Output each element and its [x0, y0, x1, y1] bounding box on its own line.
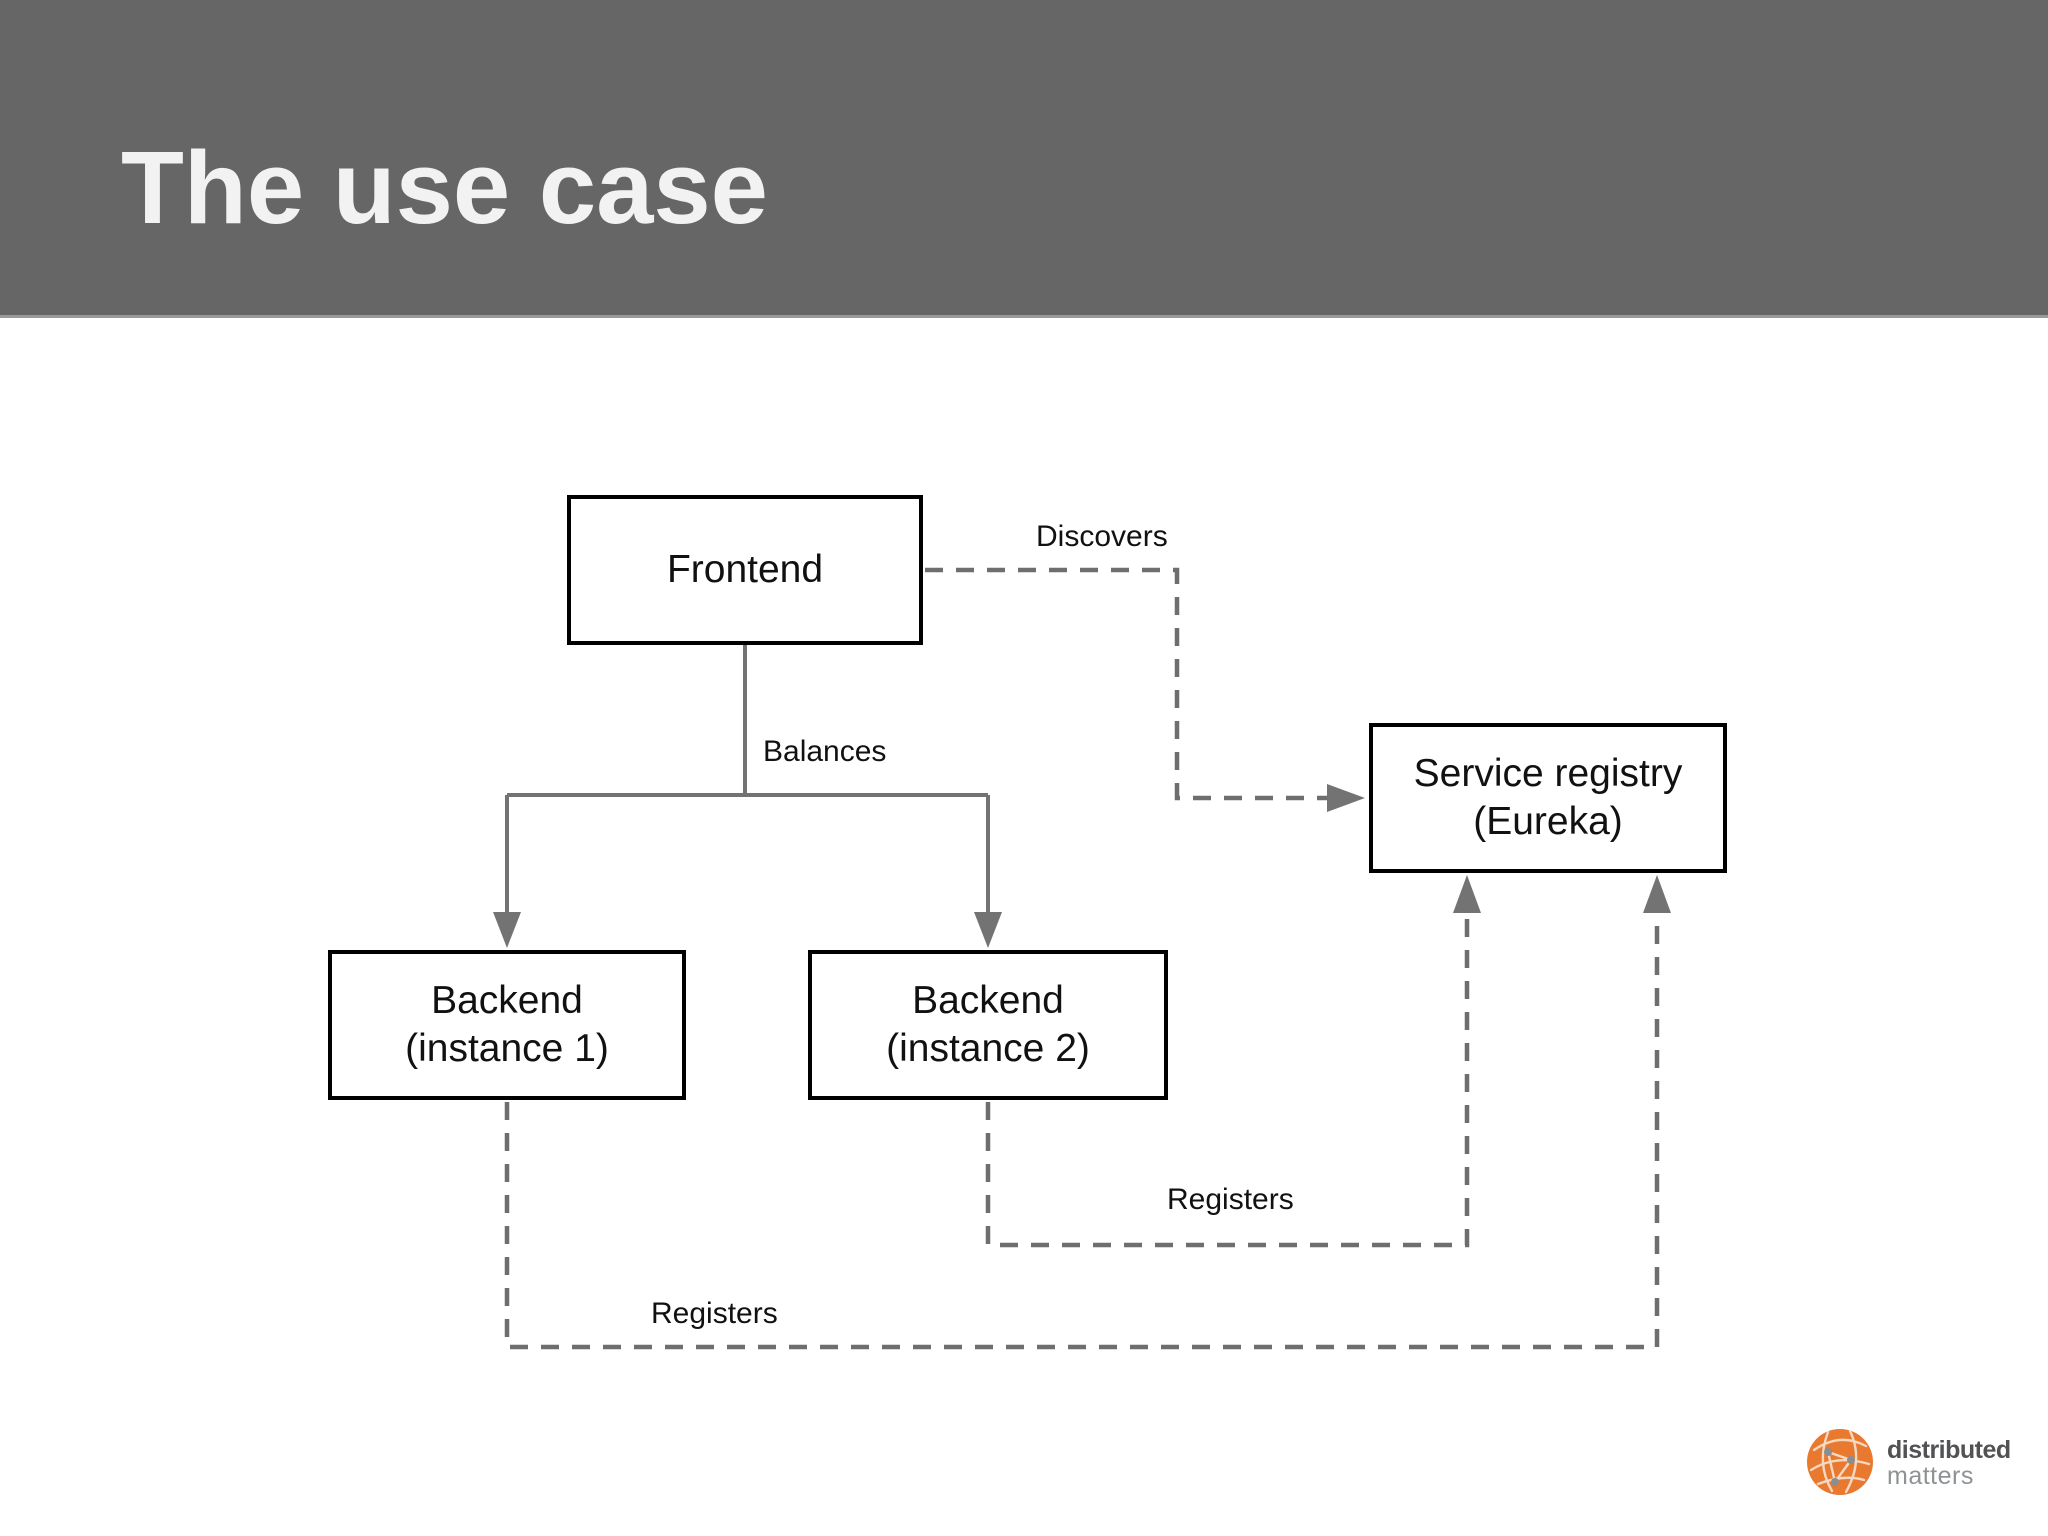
node-backend1-label: Backend (instance 1): [405, 977, 609, 1073]
logo-line1: distributed: [1887, 1436, 2011, 1464]
node-backend-instance-2: Backend (instance 2): [808, 950, 1168, 1100]
node-frontend-label: Frontend: [666, 548, 824, 591]
slide-title: The use case: [121, 130, 768, 245]
edge-label-balances: Balances: [763, 735, 887, 768]
node-backend2-label: Backend (instance 2): [886, 977, 1090, 1073]
arrowhead-registers-backend1: [1643, 875, 1671, 913]
header-band: [0, 0, 2048, 318]
node-service-registry: Service registry (Eureka): [1369, 723, 1727, 873]
arrowhead-balances-backend1: [493, 912, 521, 948]
arrowhead-balances-backend2: [974, 912, 1002, 948]
edge-balances-line: [505, 645, 990, 916]
node-registry-line1: Service registry: [1413, 752, 1683, 795]
arrowhead-registers-backend2: [1453, 875, 1481, 913]
logo-wordmark: distributed matters: [1887, 1437, 2011, 1489]
edge-label-registers-backend2: Registers: [1167, 1183, 1294, 1216]
node-frontend: Frontend: [567, 495, 923, 645]
edge-label-registers-backend1: Registers: [651, 1297, 778, 1330]
edge-discovers-line: [925, 567, 1327, 801]
node-registry-label: Service registry (Eureka): [1414, 750, 1683, 846]
node-backend1-line1: Backend: [431, 979, 583, 1022]
edge-label-discovers: Discovers: [1036, 520, 1168, 553]
node-backend1-line2: (instance 1): [405, 1027, 609, 1070]
node-backend2-line2: (instance 2): [886, 1027, 1090, 1070]
globe-network-icon: [1807, 1429, 1873, 1495]
arrowhead-discovers: [1327, 784, 1365, 812]
distributed-matters-logo: distributed matters: [1806, 1428, 2011, 1496]
logo-line2: matters: [1887, 1462, 1974, 1490]
node-registry-line2: (Eureka): [1473, 800, 1623, 843]
node-backend-instance-1: Backend (instance 1): [328, 950, 686, 1100]
node-backend2-line1: Backend: [912, 979, 1064, 1022]
